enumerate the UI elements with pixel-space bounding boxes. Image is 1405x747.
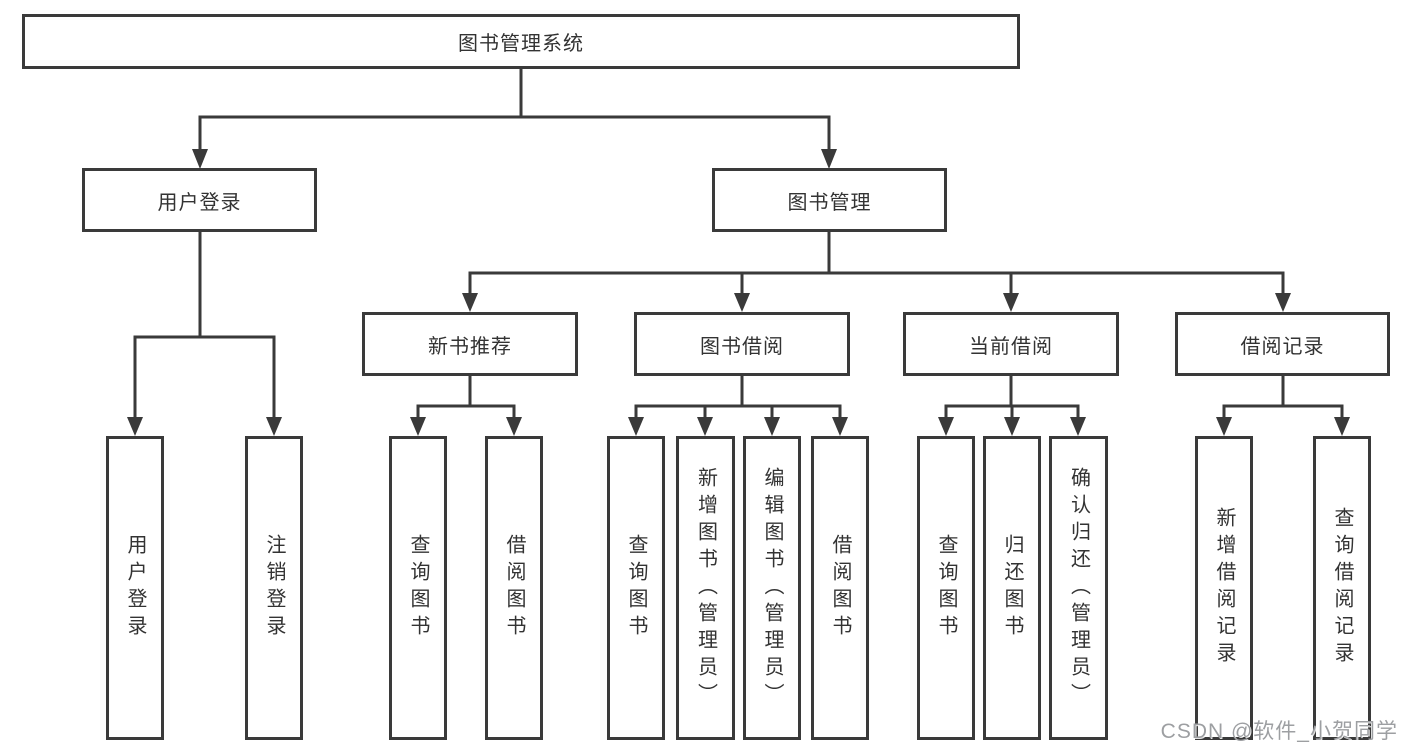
arrow-down-icon [1003, 293, 1019, 312]
node-label: 借阅记录 [1240, 335, 1325, 358]
leaf-return-books: 归还图书 [983, 436, 1041, 740]
leaf-edit-books-admin: 编辑图书（管理员） [743, 436, 801, 740]
node-label: 查询图书 [625, 534, 647, 642]
arrow-down-icon [506, 417, 522, 436]
arrow-down-icon [462, 293, 478, 312]
node-label: 注销登录 [263, 534, 285, 642]
csdn-watermark: CSDN @软件_小贺同学 [1160, 720, 1398, 743]
node-label: 用户登录 [124, 534, 146, 642]
arrow-down-icon [1334, 417, 1350, 436]
node-borrow-records: 借阅记录 [1175, 312, 1390, 376]
connector-new-book-children [416, 376, 516, 419]
node-book-management: 图书管理 [712, 168, 947, 232]
node-label: 查询图书 [407, 534, 429, 642]
arrow-down-icon [1216, 417, 1232, 436]
leaf-add-borrow-record: 新增借阅记录 [1195, 436, 1253, 740]
node-label: 图书管理系统 [458, 33, 584, 55]
node-label: 图书管理 [787, 191, 872, 214]
connector-user-login-children [133, 232, 276, 419]
node-label: 新增图书（管理员） [694, 466, 717, 710]
node-label: 借阅图书 [503, 534, 525, 642]
connector-level2-to-level3 [468, 232, 1285, 295]
connector-borrow-records-children [1222, 376, 1344, 419]
node-label: 新增借阅记录 [1213, 507, 1235, 669]
node-library-management-system: 图书管理系统 [22, 14, 1020, 69]
node-label: 用户登录 [157, 191, 242, 214]
node-label: 查询图书 [935, 534, 957, 642]
node-label: 归还图书 [1001, 534, 1023, 642]
leaf-confirm-return-admin: 确认归还（管理员） [1049, 436, 1108, 740]
leaf-logout: 注销登录 [245, 436, 303, 740]
node-label: 借阅图书 [829, 534, 851, 642]
arrow-down-icon [938, 417, 954, 436]
arrowhead-icons [127, 149, 1350, 436]
node-current-borrow: 当前借阅 [903, 312, 1119, 376]
leaf-add-books-admin: 新增图书（管理员） [676, 436, 735, 740]
leaf-user-login: 用户登录 [106, 436, 164, 740]
leaf-query-books: 查询图书 [607, 436, 665, 740]
leaf-borrow-books: 借阅图书 [485, 436, 543, 740]
arrow-down-icon [192, 149, 208, 169]
node-user-login: 用户登录 [82, 168, 317, 232]
arrow-down-icon [764, 417, 780, 436]
node-label: 确认归还（管理员） [1067, 466, 1090, 710]
arrow-down-icon [410, 417, 426, 436]
arrow-down-icon [266, 417, 282, 436]
arrow-down-icon [821, 149, 837, 169]
connector-current-borrow-children [944, 376, 1080, 419]
node-label: 编辑图书（管理员） [761, 466, 783, 710]
arrow-down-icon [1275, 293, 1291, 312]
node-label: 当前借阅 [969, 335, 1053, 358]
leaf-query-books: 查询图书 [917, 436, 975, 740]
arrow-down-icon [1070, 417, 1086, 436]
leaf-query-borrow-record: 查询借阅记录 [1313, 436, 1371, 740]
arrow-down-icon [697, 417, 713, 436]
arrow-down-icon [127, 417, 143, 436]
node-label: 图书借阅 [700, 335, 784, 358]
arrow-down-icon [628, 417, 644, 436]
leaf-query-books: 查询图书 [389, 436, 447, 740]
connector-root-to-level2 [198, 69, 831, 151]
arrow-down-icon [734, 293, 750, 312]
arrow-down-icon [832, 417, 848, 436]
leaf-borrow-books: 借阅图书 [811, 436, 869, 740]
node-label: 新书推荐 [428, 335, 512, 358]
node-book-borrow: 图书借阅 [634, 312, 850, 376]
node-label: 查询借阅记录 [1331, 507, 1353, 669]
arrow-down-icon [1004, 417, 1020, 436]
connector-book-borrow-children [634, 376, 842, 419]
node-new-book-recommend: 新书推荐 [362, 312, 578, 376]
